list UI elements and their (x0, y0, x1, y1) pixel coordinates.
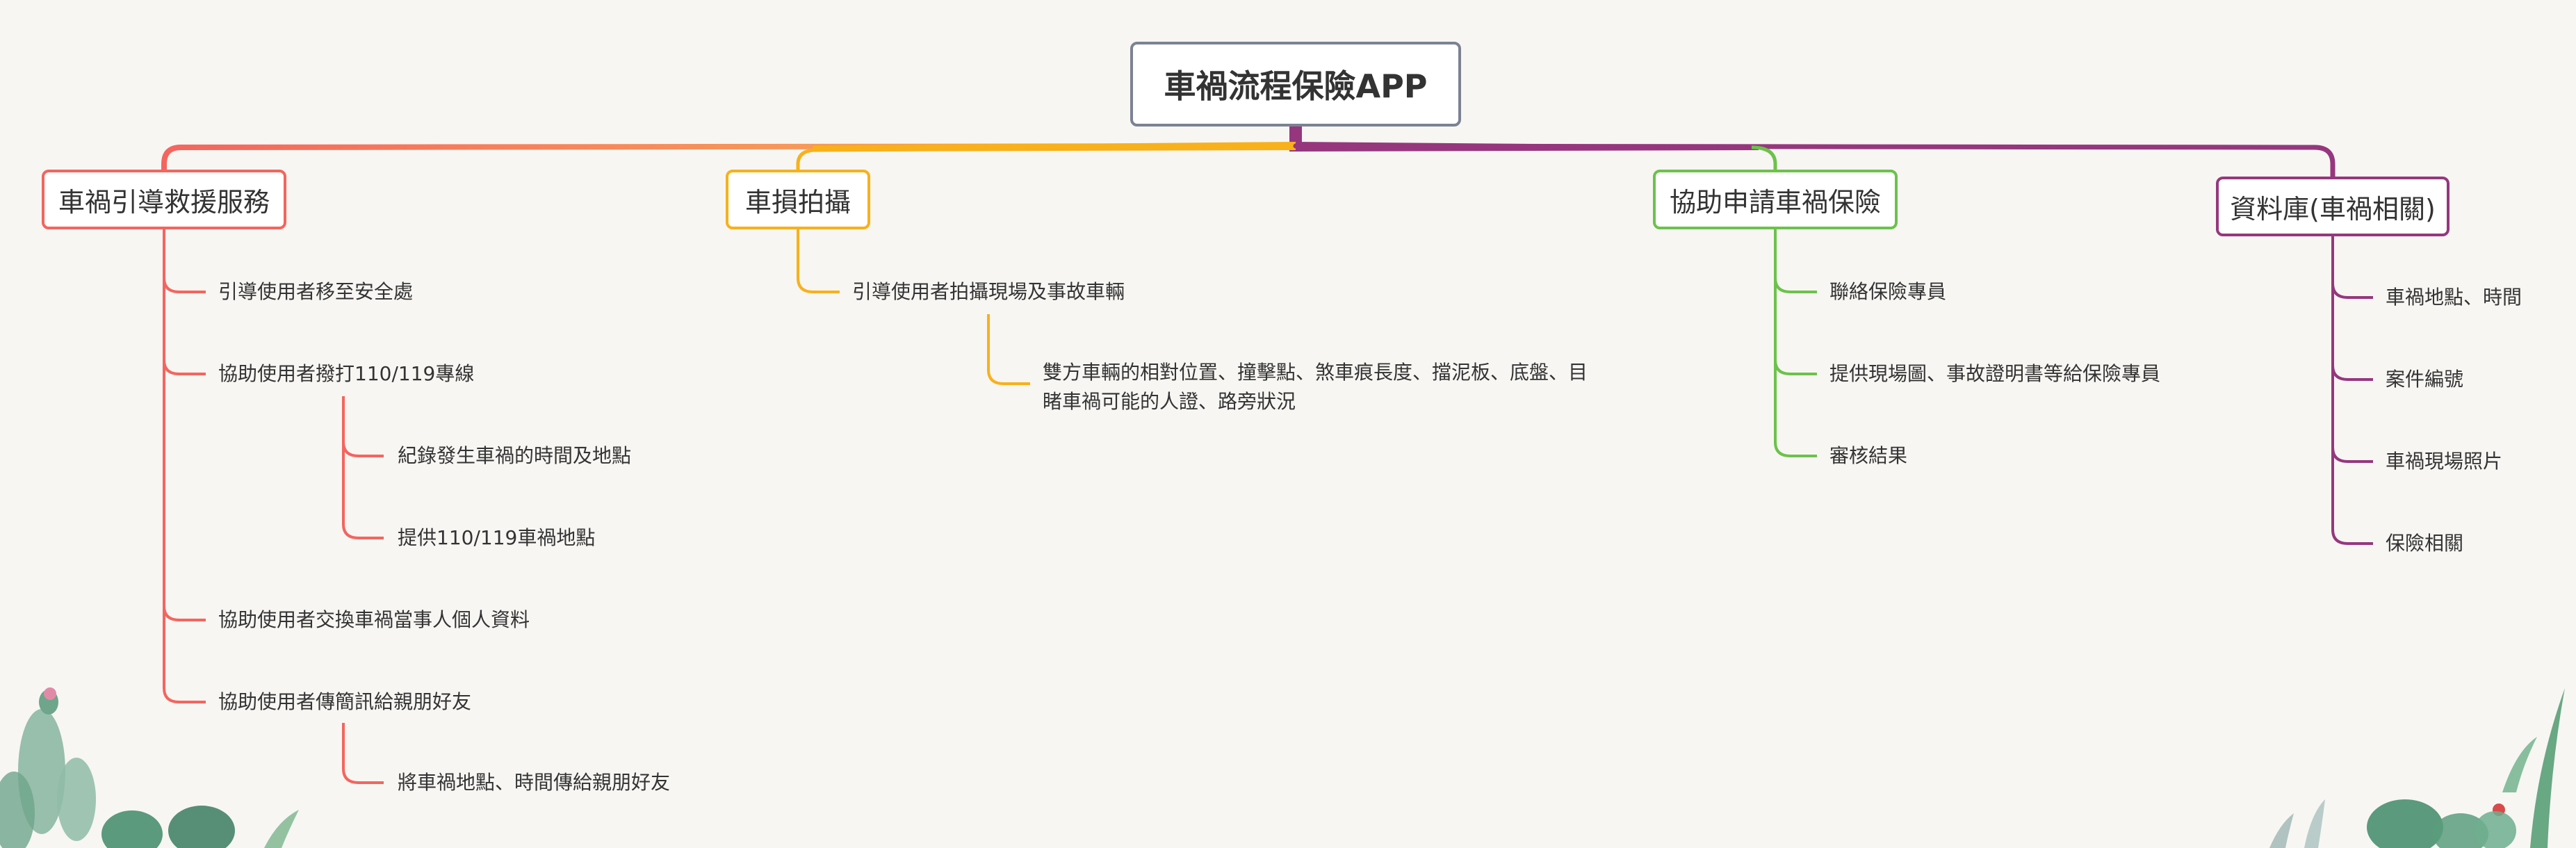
branch4-lines (2331, 236, 2373, 545)
trunk-taper-purple (1296, 142, 1759, 152)
leaf-node[interactable]: 引導使用者移至安全處 (218, 280, 414, 303)
branch1-lines (163, 229, 384, 784)
leaf-node[interactable]: 車禍地點、時間 (2386, 286, 2522, 309)
branch-node-database[interactable]: 資料庫(車禍相關) (2216, 177, 2449, 236)
trunk-right (1293, 143, 2335, 182)
branch-label: 資料庫(車禍相關) (2230, 193, 2436, 225)
root-label: 車禍流程保險APP (1164, 67, 1428, 105)
trunk-left (161, 143, 1298, 175)
leaf-node[interactable]: 案件編號 (2386, 368, 2464, 391)
plant-decoration-left (0, 687, 299, 848)
leaf-node[interactable]: 聯絡保險專員 (1829, 280, 1947, 303)
branch2-lines (797, 229, 1030, 385)
sub-leaf-node[interactable]: 提供110/119車禍地點 (398, 526, 596, 549)
branch3-lines (1774, 229, 1817, 457)
branch-label: 協助申請車禍保險 (1669, 186, 1881, 218)
branch-label: 車損拍攝 (744, 186, 851, 218)
leaf-node[interactable]: 提供現場圖、事故證明書等給保險專員 (1829, 362, 2161, 385)
branch-node-insurance[interactable]: 協助申請車禍保險 (1653, 170, 1898, 229)
leaf-node[interactable]: 車禍現場照片 (2386, 450, 2503, 473)
branch-node-rescue[interactable]: 車禍引導救援服務 (42, 170, 286, 229)
root-node[interactable]: 車禍流程保險APP (1130, 42, 1461, 127)
branch-label: 車禍引導救援服務 (58, 186, 270, 218)
sub-leaf-node[interactable]: 將車禍地點、時間傳給親朋好友 (398, 771, 671, 794)
leaf-node[interactable]: 協助使用者傳簡訊給親朋好友 (218, 690, 472, 713)
sub-leaf-node[interactable]: 紀錄發生車禍的時間及地點 (398, 444, 632, 467)
leaf-node[interactable]: 協助使用者交換車禍當事人個人資料 (218, 608, 530, 631)
branch-node-photo[interactable]: 車損拍攝 (726, 170, 870, 229)
leaf-node[interactable]: 引導使用者拍攝現場及事故車輛 (852, 280, 1125, 303)
leaf-node[interactable]: 協助使用者撥打110/119專線 (218, 362, 475, 385)
leaf-node[interactable]: 審核結果 (1829, 444, 1908, 467)
leaf-node[interactable]: 保險相關 (2386, 532, 2464, 555)
sub-leaf-node[interactable]: 雙方車輛的相對位置、撞擊點、煞車痕長度、擋泥板、底盤、目睹車禍可能的人證、路旁狀… (1043, 361, 1588, 413)
connector-b2 (796, 145, 1296, 172)
plant-decoration-right (2269, 688, 2565, 848)
connector-b3 (1751, 145, 1777, 172)
